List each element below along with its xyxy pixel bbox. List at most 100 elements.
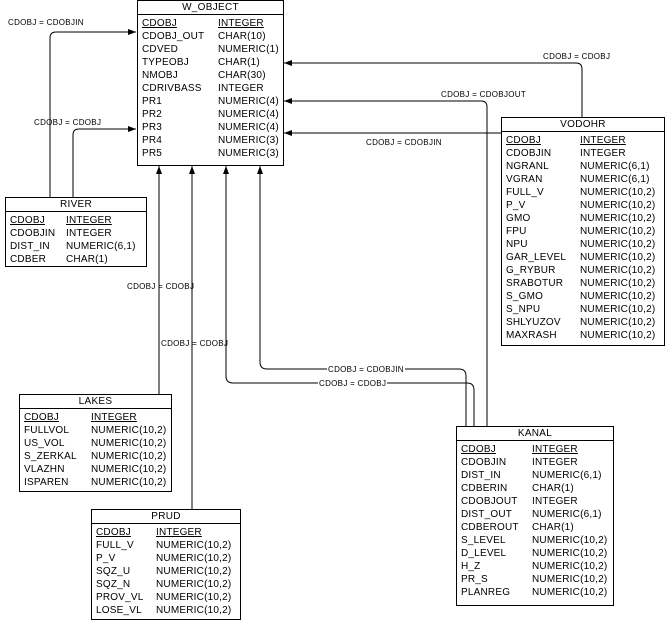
column-name: ISPAREN [24,477,69,488]
column-type: NUMERIC(10,2) [580,330,656,341]
column-name: VLAZHN [24,464,65,475]
column-name: DIST_IN [461,470,501,481]
rel-label-river-cdobjin: CDOBJ = CDOBJIN [8,18,84,27]
column-name: PR5 [142,148,163,159]
rel-label-kanal-cdobjout: CDOBJ = CDOBJOUT [441,90,527,99]
column-type: NUMERIC(10,2) [91,425,167,436]
column-type: CHAR(1) [532,522,574,533]
column-name: SHLYUZOV [506,317,561,328]
column-row: H_Z NUMERIC(10,2) [461,560,609,573]
column-name: SRABOTUR [506,278,564,289]
column-type: NUMERIC(10,2) [580,187,656,198]
column-name: CDOBJ [24,412,59,423]
column-name: TYPEOBJ [142,57,189,68]
column-type: NUMERIC(3) [218,148,279,159]
column-name: LOSE_VL [96,605,142,616]
column-type: NUMERIC(10,2) [532,561,608,572]
column-name: G_RYBUR [506,265,556,276]
column-name: CDBEROUT [461,522,519,533]
rel-label-vodohr-cdobj: CDOBJ = CDOBJ [543,52,611,61]
column-name: GMO [506,213,531,224]
column-name: CDOBJIN [506,148,552,159]
column-name: VGRAN [506,174,543,185]
column-type: INTEGER [66,228,112,239]
column-type: NUMERIC(10,2) [580,213,656,224]
column-name: CDOBJ [506,135,541,146]
column-name: FPU [506,226,527,237]
column-type: NUMERIC(10,2) [580,252,656,263]
column-type: NUMERIC(10,2) [156,592,232,603]
column-name: PR2 [142,109,163,120]
column-name: DIST_IN [10,241,50,252]
column-name: H_Z [461,561,481,572]
column-name: CDOBJ [142,18,177,29]
column-type: CHAR(1) [66,254,108,265]
column-name: SQZ_U [96,566,131,577]
entity-title: RIVER [6,198,146,212]
column-name: PR_S [461,574,488,585]
column-name: NMOBJ [142,70,178,81]
column-type: NUMERIC(10,2) [91,464,167,475]
column-type: NUMERIC(10,2) [91,451,167,462]
column-name: PROV_VL [96,592,144,603]
column-name: FULL_V [506,187,544,198]
column-name: CDRIVBASS [142,83,202,94]
column-name: CDOBJ_OUT [142,31,205,42]
column-row: PR_S NUMERIC(10,2) [461,573,609,586]
column-row: PROV_VL NUMERIC(10,2) [96,591,236,604]
column-type: INTEGER [218,83,264,94]
column-type: NUMERIC(10,2) [91,477,167,488]
column-row: SQZ_N NUMERIC(10,2) [96,578,236,591]
column-row: DIST_IN NUMERIC(6,1) [461,469,609,482]
column-name: CDOBJIN [10,228,56,239]
column-type: NUMERIC(1) [218,44,279,55]
column-type: NUMERIC(10,2) [532,574,608,585]
column-type: NUMERIC(6,1) [532,470,602,481]
rel-line-vodohr-cdobj [284,60,583,117]
column-type: NUMERIC(3) [218,135,279,146]
column-row: PR5 NUMERIC(3) [142,147,279,160]
column-row: CDBEROUT CHAR(1) [461,521,609,534]
column-name: CDOBJOUT [461,496,518,507]
column-name: P_V [506,200,526,211]
column-type: NUMERIC(10,2) [580,291,656,302]
rel-line-kanal-cdobjout [284,98,488,426]
column-type: CHAR(10) [218,31,266,42]
column-type: CHAR(1) [218,57,260,68]
column-name: PR1 [142,96,163,107]
column-name: SQZ_N [96,579,131,590]
rel-label-river-cdobj: CDOBJ = CDOBJ [34,118,102,127]
column-row: CDOBJIN INTEGER [10,227,142,240]
column-type: NUMERIC(10,2) [156,579,232,590]
column-type: NUMERIC(10,2) [532,548,608,559]
column-row: CDRIVBASS INTEGER [142,82,279,95]
column-name: P_V [96,553,116,564]
